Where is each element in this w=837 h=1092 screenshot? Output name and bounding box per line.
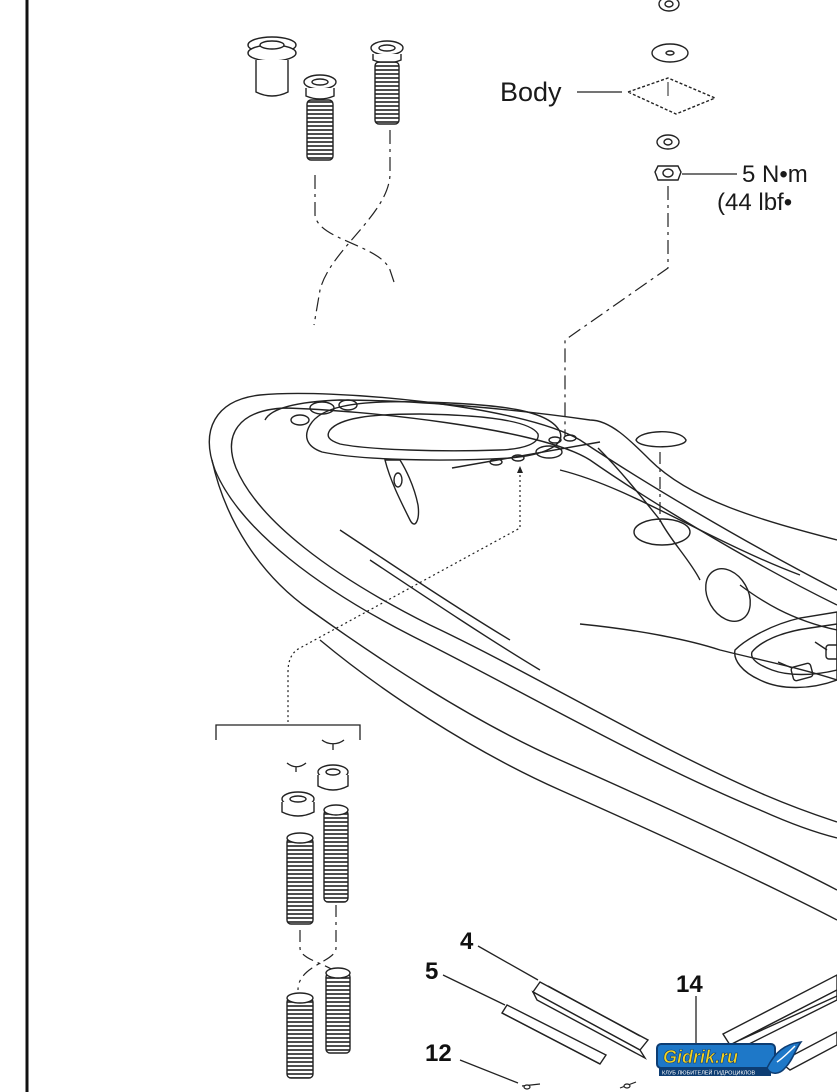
hull-body bbox=[208, 392, 837, 921]
arrow-up-icon bbox=[517, 466, 523, 473]
torque-label-line2: (44 lbf• bbox=[717, 189, 792, 216]
body-label: Body bbox=[500, 77, 562, 107]
bracket-group bbox=[215, 724, 361, 740]
callout-5: 5 bbox=[425, 958, 438, 985]
screw-icons bbox=[521, 1081, 637, 1090]
rail-part-14 bbox=[721, 974, 837, 1071]
bushing-pair bbox=[281, 764, 349, 817]
gidrik-watermark-logo: Gidrik.ru КЛУБ ЛЮБИТЕЛЕЙ ГИДРОЦИКЛОВ bbox=[655, 1038, 805, 1082]
drain-plug-cap bbox=[635, 431, 687, 522]
spring-pair-lower bbox=[286, 967, 351, 1079]
callout-12: 12 bbox=[425, 1040, 452, 1067]
spring-short-top bbox=[303, 74, 337, 161]
hull-leader bbox=[287, 470, 521, 722]
bushing-part-top bbox=[247, 36, 297, 97]
clip-icon bbox=[286, 739, 345, 772]
svg-text:КЛУБ ЛЮБИТЕЛЕЙ ГИДРОЦИКЛОВ: КЛУБ ЛЮБИТЕЛЕЙ ГИДРОЦИКЛОВ bbox=[662, 1069, 756, 1077]
crossing-leader-bottom bbox=[297, 905, 341, 991]
fastener-leader bbox=[564, 186, 669, 436]
fastener-stack bbox=[626, 0, 717, 181]
callout-4: 4 bbox=[460, 928, 474, 955]
rail-part-4 bbox=[531, 981, 650, 1060]
callout-leaders bbox=[442, 945, 697, 1084]
callout-14: 14 bbox=[676, 971, 703, 998]
crossing-leader-top bbox=[313, 130, 395, 326]
spring-long-top bbox=[370, 40, 404, 125]
spring-pair-upper bbox=[286, 804, 349, 925]
torque-label-line1: 5 N•m bbox=[742, 161, 808, 188]
svg-text:Gidrik.ru: Gidrik.ru bbox=[663, 1047, 738, 1067]
body-panel bbox=[626, 77, 717, 115]
rail-part-5 bbox=[501, 1004, 608, 1065]
